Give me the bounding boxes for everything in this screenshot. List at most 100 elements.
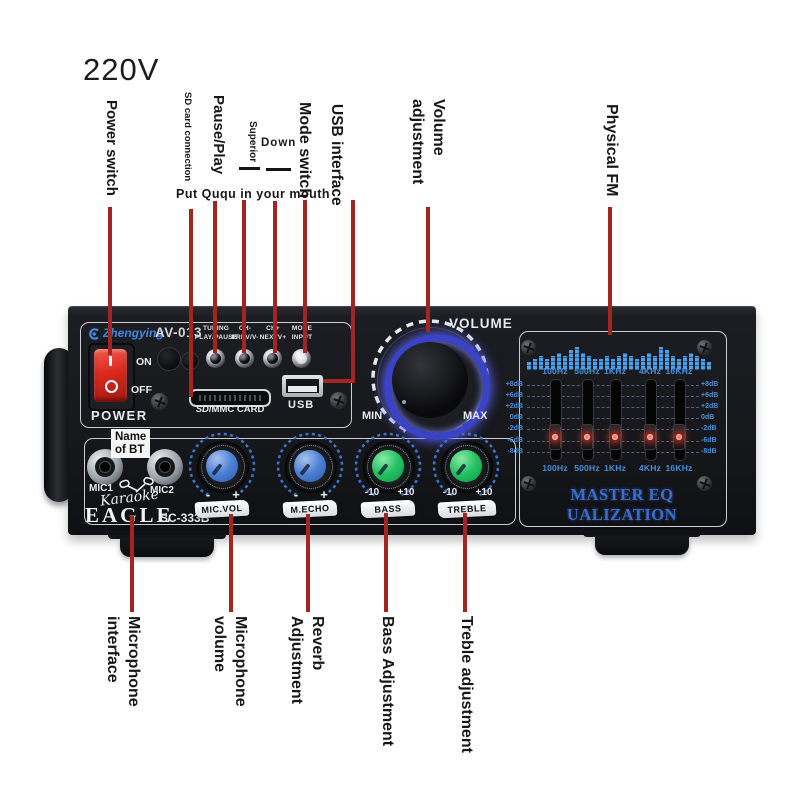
sd-card-label: SD card connection: [182, 92, 193, 182]
freq-label: 100Hz: [542, 366, 568, 376]
bass-minus: -10: [364, 487, 380, 498]
spectrum-bar: [569, 350, 573, 370]
prev-button[interactable]: [235, 349, 254, 368]
spectrum-bar: [587, 356, 591, 370]
callout-line-usb: [351, 200, 355, 383]
echo-knob-scale: [276, 432, 344, 497]
eq-slider-led: [584, 434, 590, 440]
micvol-plus: +: [232, 487, 240, 502]
callout-line-volume: [426, 207, 430, 332]
spectrum-bar: [563, 356, 567, 370]
echo-plus: +: [320, 487, 328, 502]
bass-plus: +10: [397, 487, 415, 498]
db-label-right: 0dB: [701, 414, 715, 421]
volume-knob[interactable]: [392, 342, 468, 418]
min-label: MIN: [362, 410, 383, 422]
spectrum-bar: [605, 356, 609, 370]
underline-mark: [266, 168, 291, 171]
button-label-next: CH+ NEXTV+: [250, 324, 296, 342]
volume-adjustment-label: Volume adjustment: [409, 99, 447, 185]
db-label-right: -8dB: [701, 448, 717, 455]
db-label-right: +2dB: [701, 403, 719, 410]
callout-line-bass: [384, 513, 388, 612]
mode-switch-label: Mode switch: [296, 102, 313, 199]
micvol-minus: -: [205, 487, 211, 502]
mode-button[interactable]: [292, 349, 311, 368]
treble-plus: +10: [475, 487, 493, 498]
ir-receiver-window: [157, 347, 181, 371]
spectrum-bar: [617, 356, 621, 370]
next-button[interactable]: [263, 349, 282, 368]
treble-minus: -10: [442, 487, 458, 498]
callout-line-usb-h: [323, 379, 353, 383]
bass-banner: BASS: [360, 499, 416, 519]
spectrum-bar: [701, 359, 705, 370]
sd-logo: SD: [195, 404, 209, 415]
echo-knob[interactable]: [294, 450, 326, 482]
echo-minus: -: [293, 487, 299, 502]
usb-label: USB: [288, 399, 315, 411]
brand-name: Zhengying: [103, 326, 164, 340]
bt-name-note: Name of BT: [111, 429, 151, 459]
button-label-mode: MODE INPUT: [291, 325, 313, 342]
db-label-left: +8dB: [505, 381, 523, 388]
spectrum-display: [527, 338, 715, 370]
callout-line-reverb: [306, 514, 310, 612]
callout-line-pause: [213, 201, 217, 353]
callout-line-mic-vol: [229, 514, 233, 612]
spectrum-bar: [551, 356, 555, 370]
mic2-label: MIC2: [150, 485, 174, 496]
panel-screw: [330, 392, 347, 409]
spectrum-bar: [623, 353, 627, 370]
eagle-brand: EAGLE: [85, 503, 174, 527]
freq-label: 16KHz: [665, 463, 693, 473]
db-label-left: +2dB: [505, 403, 523, 410]
spectrum-bar: [557, 353, 561, 370]
freq-label: 100Hz: [542, 463, 568, 473]
left-foot: [120, 538, 214, 557]
callout-line-sd: [189, 209, 193, 397]
micvol-knob[interactable]: [206, 450, 238, 482]
equalizer-section-box: [519, 331, 727, 527]
db-label-left: -8dB: [507, 448, 523, 455]
volume-knob-indicator: [402, 400, 406, 404]
mic2-jack[interactable]: [147, 449, 183, 485]
usb-interface-label: USB interface: [328, 104, 345, 206]
eq-slider-led: [647, 434, 653, 440]
panel-screw: [151, 393, 168, 410]
eq-corner-screw: [521, 340, 536, 355]
db-label-left: -6dB: [507, 437, 523, 444]
usb-port[interactable]: [282, 375, 323, 397]
sd-card-slot[interactable]: [189, 389, 271, 407]
db-label-left: +6dB: [505, 392, 523, 399]
spectrum-bar: [653, 356, 657, 370]
callout-line-mode: [303, 200, 307, 353]
spectrum-bar: [641, 356, 645, 370]
bass-knob[interactable]: [372, 450, 404, 482]
spectrum-bar: [581, 353, 585, 370]
rocker-off-mark: [105, 380, 118, 393]
spectrum-bar: [683, 356, 687, 370]
treble-knob[interactable]: [450, 450, 482, 482]
db-label-right: -6dB: [701, 437, 717, 444]
freq-label: 1KHz: [603, 366, 627, 376]
eq-title: MASTER EQ UALIZATION: [566, 485, 678, 524]
volume-knob-glow-ring: [384, 334, 490, 440]
play-pause-button[interactable]: [206, 349, 225, 368]
callout-line-power: [108, 207, 112, 355]
freq-label: 1KHz: [603, 463, 627, 473]
treble-label: Treble adjustment: [458, 616, 475, 753]
down-label: Down: [261, 137, 297, 149]
db-label-right: -2dB: [701, 425, 717, 432]
volume-label: VOLUME: [449, 316, 513, 331]
spectrum-bar: [677, 359, 681, 370]
spectrum-bar: [527, 362, 531, 370]
eq-corner-screw: [697, 476, 712, 491]
eq-slider-led: [612, 434, 618, 440]
db-label-left: -2dB: [507, 425, 523, 432]
brand-logo-icon: [89, 328, 99, 340]
callout-line-superior: [242, 200, 246, 353]
callout-line-treble: [463, 513, 467, 612]
spectrum-bar: [539, 356, 543, 370]
spectrum-bar: [695, 356, 699, 370]
